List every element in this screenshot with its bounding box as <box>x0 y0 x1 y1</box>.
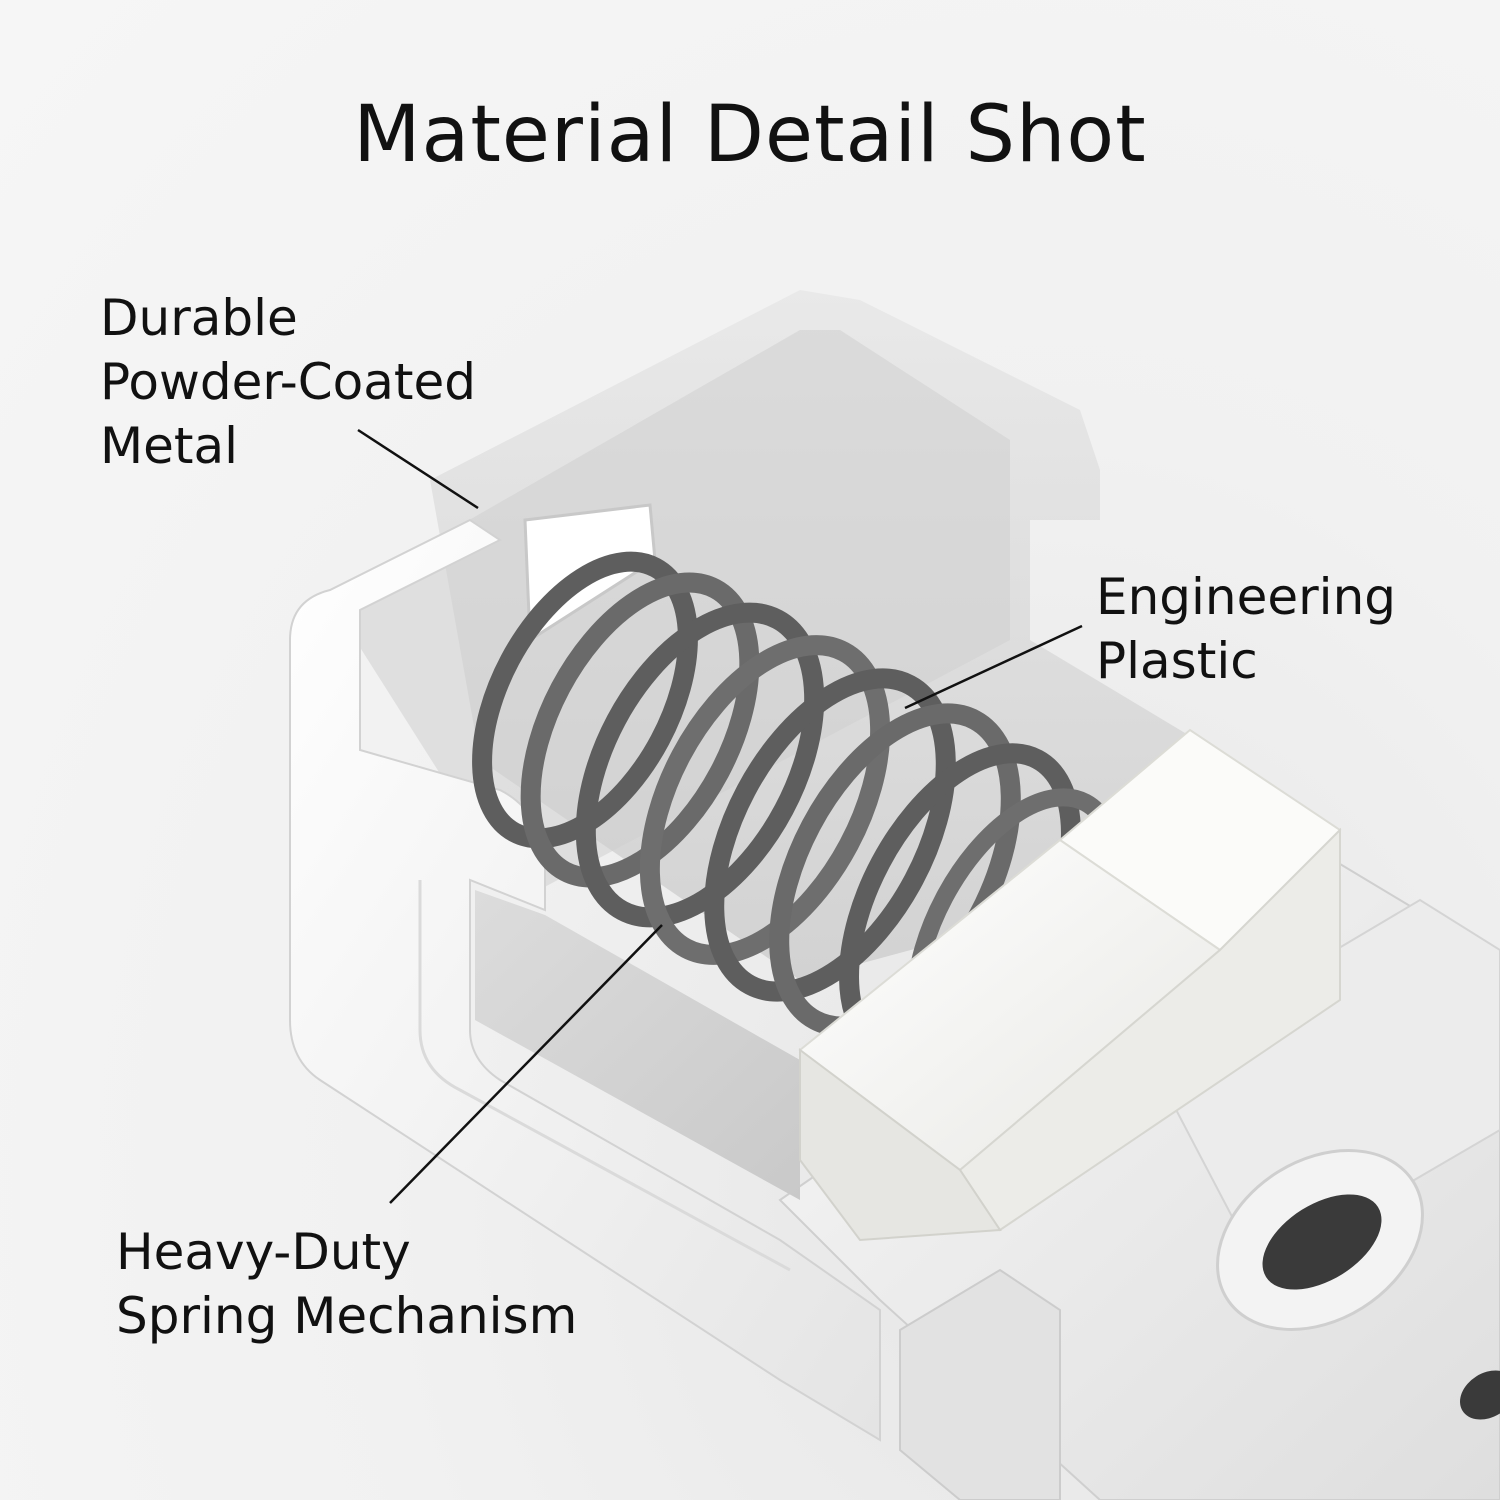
callout-metal: Durable Powder-Coated Metal <box>100 286 476 478</box>
callout-spring-line-1: Heavy-Duty <box>116 1223 411 1281</box>
callout-line-spring <box>389 924 663 1204</box>
callout-line-metal <box>357 428 479 510</box>
rail-hole-small <box>1460 1370 1500 1420</box>
callout-line-plastic <box>904 624 1083 710</box>
plastic-block <box>798 728 1342 1242</box>
bracket-front-wall <box>289 518 881 1442</box>
rail-slot-hole <box>1262 1194 1382 1290</box>
callout-metal-line-2: Powder-Coated <box>100 353 477 411</box>
page-title: Material Detail Shot <box>353 90 1147 180</box>
callout-metal-line-3: Metal <box>100 417 239 475</box>
callout-lines <box>357 428 1083 1204</box>
callout-spring: Heavy-Duty Spring Mechanism <box>116 1220 577 1348</box>
callout-plastic-line-2: Plastic <box>1096 632 1258 690</box>
callout-plastic-line-1: Engineering <box>1096 568 1396 626</box>
callout-spring-line-2: Spring Mechanism <box>116 1287 578 1345</box>
callout-metal-line-1: Durable <box>100 289 298 347</box>
callout-plastic: Engineering Plastic <box>1096 565 1396 693</box>
bracket-inner-floor <box>475 890 800 1200</box>
